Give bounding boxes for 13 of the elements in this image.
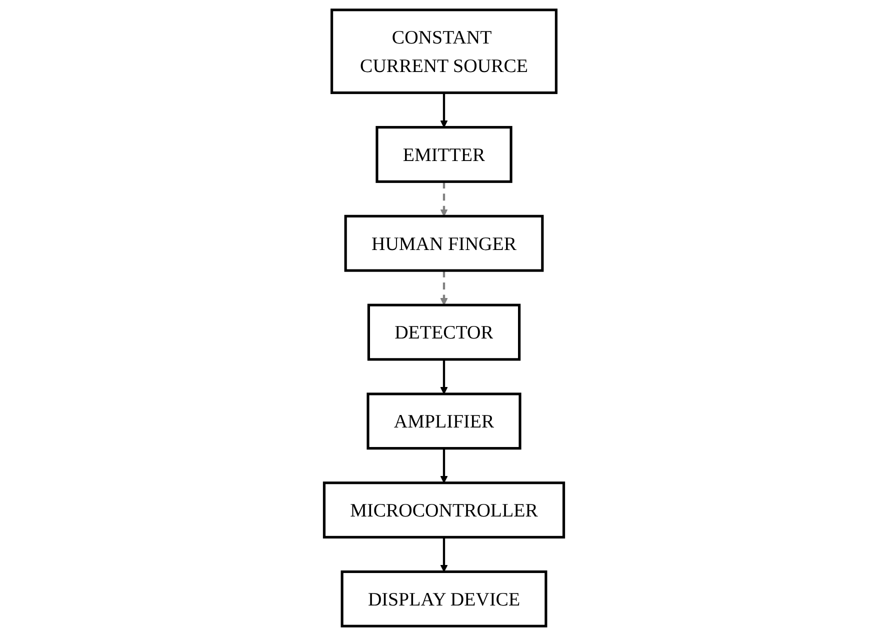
node-box: CONSTANT CURRENT SOURCE <box>330 8 558 94</box>
arrow <box>440 92 448 128</box>
arrow <box>440 448 448 484</box>
node-box: HUMAN FINGER <box>344 214 544 272</box>
arrow <box>440 359 448 394</box>
arrow <box>440 270 448 306</box>
node-box: AMPLIFIER <box>366 392 522 450</box>
node-box: DISPLAY DEVICE <box>340 570 548 628</box>
node-box: DETECTOR <box>367 304 521 361</box>
node-box: MICROCONTROLLER <box>322 482 566 538</box>
arrow <box>440 537 448 572</box>
node-box: EMITTER <box>376 126 512 183</box>
arrow <box>440 182 448 216</box>
